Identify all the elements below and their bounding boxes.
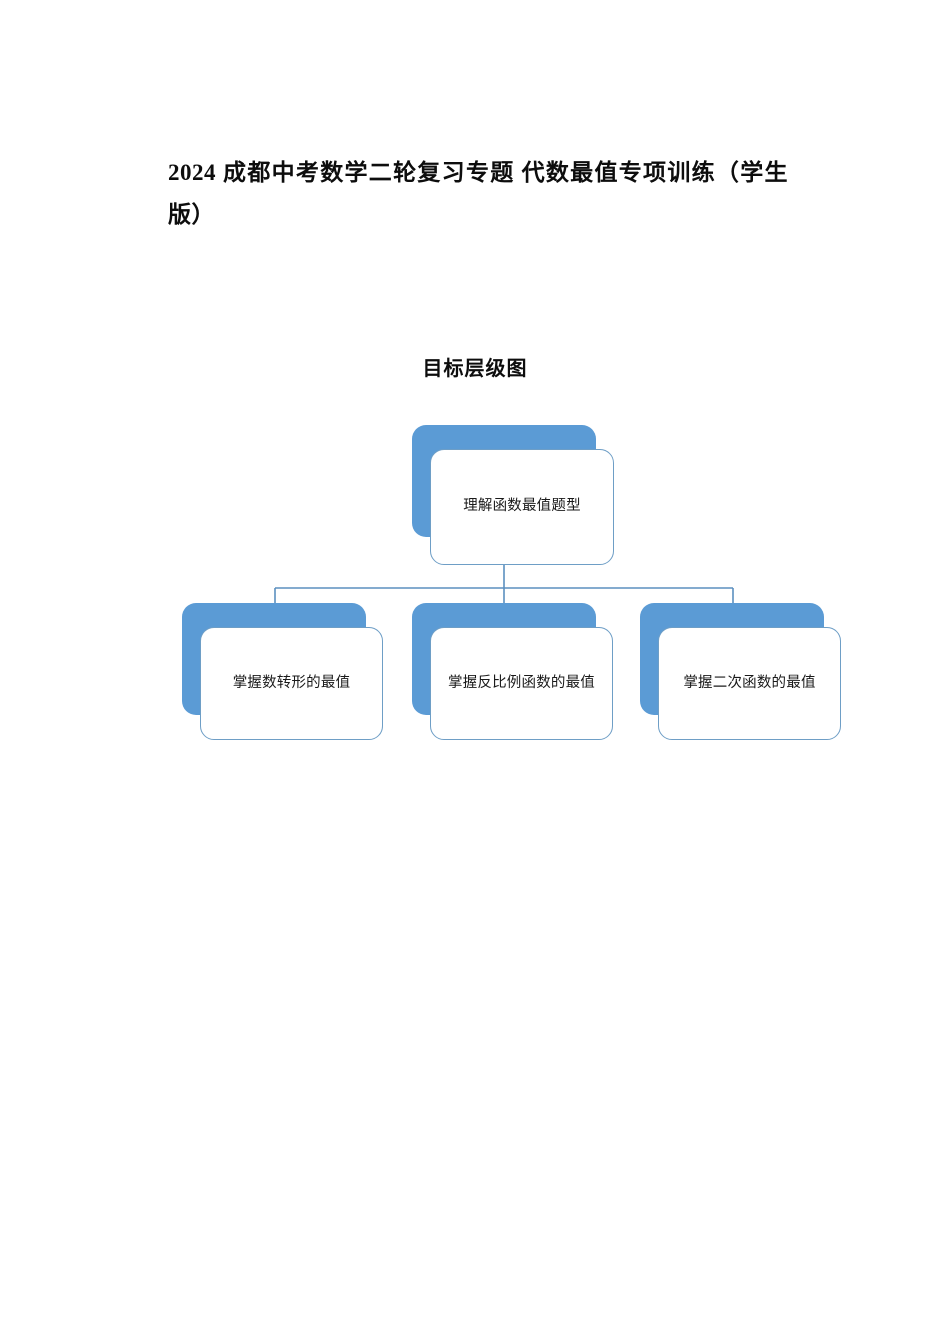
node-label: 掌握反比例函数的最值 (448, 674, 595, 691)
node-card[interactable]: 理解函数最值题型 (430, 449, 614, 565)
node-label: 理解函数最值题型 (463, 498, 581, 515)
node-card[interactable]: 掌握数转形的最值 (200, 627, 383, 740)
node-card[interactable]: 掌握二次函数的最值 (658, 627, 841, 740)
node-label: 掌握数转形的最值 (232, 674, 351, 691)
page-title: 2024 成都中考数学二轮复习专题 代数最值专项训练（学生版） (168, 160, 788, 227)
node-label: 掌握二次函数的最值 (683, 674, 816, 691)
section-subtitle: 目标层级图 (422, 358, 528, 380)
node-card[interactable]: 掌握反比例函数的最值 (430, 627, 613, 740)
